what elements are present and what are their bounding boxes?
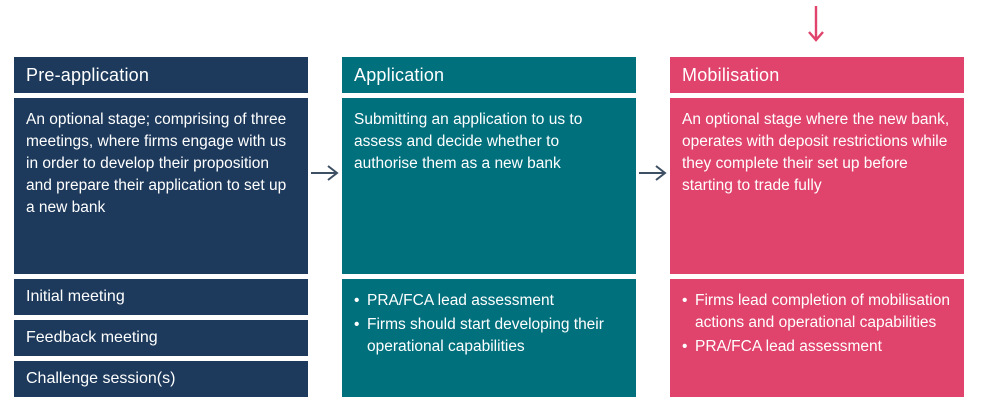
- meeting-item-label: Feedback meeting: [26, 329, 158, 346]
- bullet-text: PRA/FCA lead assessment: [367, 292, 554, 309]
- stage-pre-application: Pre-application An optional stage; compr…: [14, 57, 308, 397]
- flow-arrow-slot-2: [636, 163, 670, 183]
- stage-title-mobilisation: Mobilisation: [670, 57, 964, 93]
- bullet-dot: •: [354, 292, 360, 309]
- stage-columns: Pre-application An optional stage; compr…: [0, 57, 981, 397]
- bullet-item: • PRA/FCA lead assessment: [682, 336, 952, 358]
- meeting-item-label: Initial meeting: [26, 288, 125, 305]
- bullet-text: Firms lead completion of mobilisation ac…: [695, 292, 950, 331]
- top-annotation-row: [0, 0, 981, 57]
- bullet-dot: •: [682, 292, 688, 309]
- stage-application: Application Submitting an application to…: [342, 57, 636, 397]
- bullet-item: • Firms lead completion of mobilisation …: [682, 290, 952, 334]
- stage-title-text: Application: [354, 64, 445, 85]
- bullet-dot: •: [354, 316, 360, 333]
- stage-description-mobilisation: An optional stage where the new bank, op…: [670, 98, 964, 274]
- stage-mobilisation: Mobilisation An optional stage where the…: [670, 57, 964, 397]
- bullet-text: PRA/FCA lead assessment: [695, 338, 882, 355]
- stage-bullets-application: • PRA/FCA lead assessment • Firms should…: [342, 279, 636, 397]
- meeting-item-challenge: Challenge session(s): [14, 361, 308, 397]
- meeting-item-initial: Initial meeting: [14, 279, 308, 315]
- stage-title-text: Mobilisation: [682, 64, 780, 85]
- bullet-text: Firms should start developing their oper…: [367, 316, 604, 355]
- bullet-dot: •: [682, 338, 688, 355]
- down-arrow-icon: [808, 6, 824, 42]
- stage-description-application: Submitting an application to us to asses…: [342, 98, 636, 274]
- bullet-item: • PRA/FCA lead assessment: [354, 290, 624, 312]
- flow-arrow-slot-1: [308, 163, 342, 183]
- stage-title-pre-application: Pre-application: [14, 57, 308, 93]
- meeting-item-label: Challenge session(s): [26, 370, 176, 387]
- stage-title-text: Pre-application: [26, 64, 150, 85]
- right-arrow-icon: [639, 165, 667, 181]
- stage-bullets-mobilisation: • Firms lead completion of mobilisation …: [670, 279, 964, 397]
- stage-title-application: Application: [342, 57, 636, 93]
- bullet-item: • Firms should start developing their op…: [354, 314, 624, 358]
- meeting-item-feedback: Feedback meeting: [14, 320, 308, 356]
- right-arrow-icon: [311, 165, 339, 181]
- stage-description-pre-application: An optional stage; comprising of three m…: [14, 98, 308, 274]
